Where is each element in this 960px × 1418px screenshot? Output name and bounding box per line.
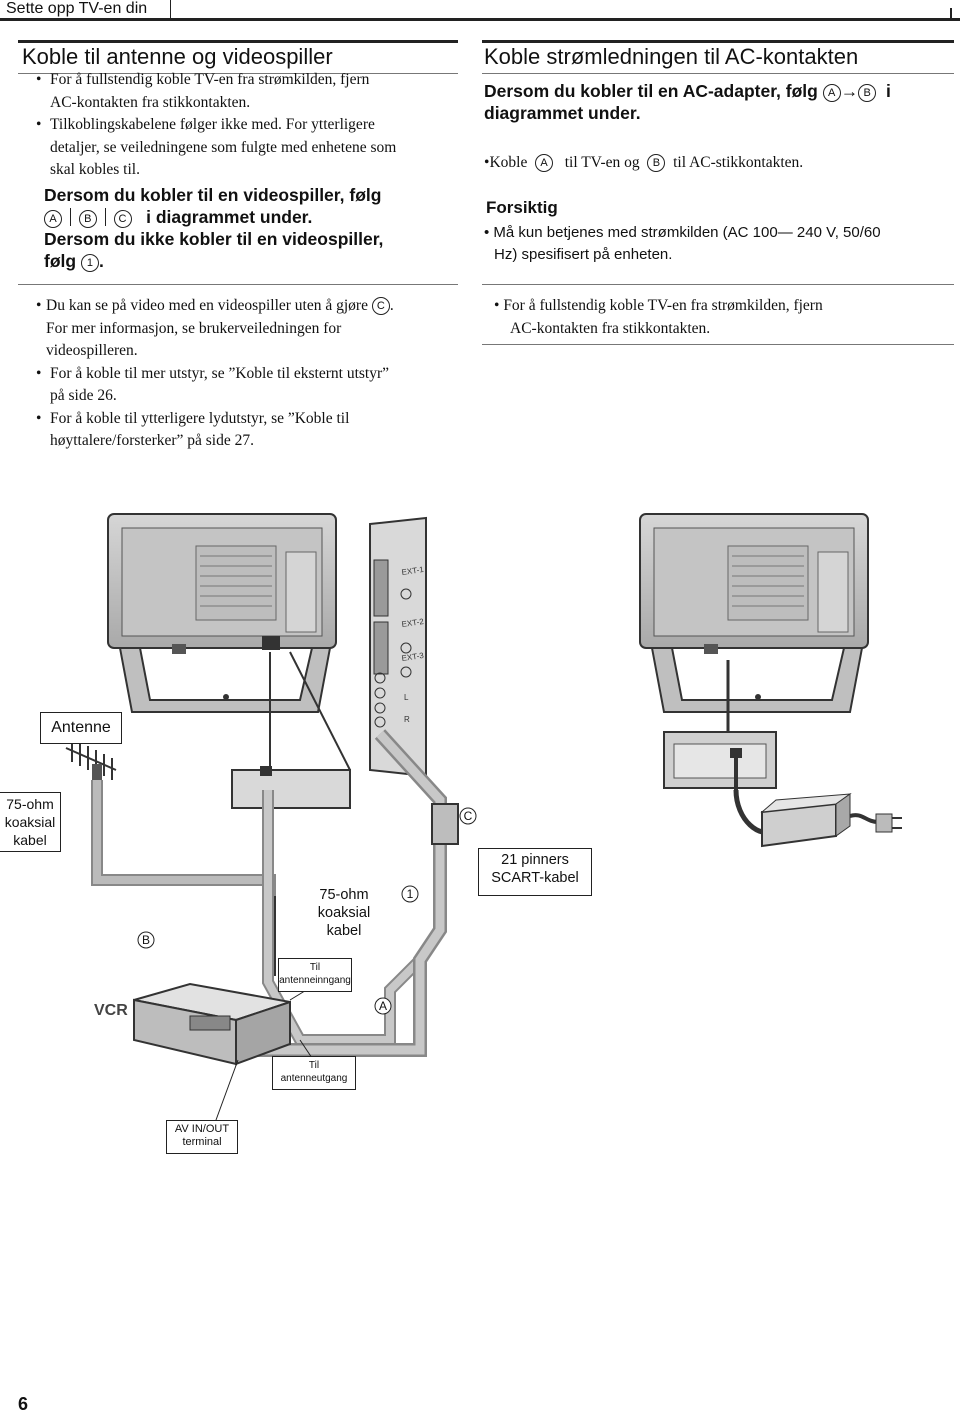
antenna-terminal-zoom xyxy=(231,769,351,809)
marker-b-icon: B xyxy=(858,84,877,102)
av-terminal-label: AV IN/OUT terminal xyxy=(166,1120,238,1154)
right-note: • For å fullstendig koble TV-en fra strø… xyxy=(494,297,823,337)
right-instruction: Dersom du kobler til en AC-adapter, følg… xyxy=(484,81,891,123)
right-section-title: Koble strømledningen til AC-kontakten xyxy=(484,44,859,69)
diagram-marker-a: A xyxy=(379,999,387,1013)
right-note-underline xyxy=(482,344,954,345)
scart-cable-label: 21 pinners SCART-kabel xyxy=(478,848,592,896)
caution-text: • Må kun betjenes med strømkilden (AC 10… xyxy=(484,224,881,263)
left-bullet-list: • For å fullstendig koble TV-en fra strø… xyxy=(36,69,456,182)
audio-r-label: R xyxy=(404,715,410,724)
page-number: 6 xyxy=(18,1394,29,1414)
coax-mid-label: 75-ohm koaksial kabel xyxy=(306,886,382,940)
marker-a-icon: A xyxy=(535,154,554,172)
list-item: • For å koble til ytterligere lydutstyr,… xyxy=(36,409,350,450)
header-tab-frame xyxy=(0,0,171,18)
caution-title: Forsiktig xyxy=(486,198,558,217)
arrow-icon: → xyxy=(840,81,859,101)
diagram-marker-c: C xyxy=(464,809,473,823)
antenna-input-label: Til antenneinngang xyxy=(278,958,352,992)
list-item: • Du kan se på video med en videospiller… xyxy=(36,297,394,359)
diagram-marker-1: 1 xyxy=(407,887,414,901)
marker-c-icon: C xyxy=(113,210,132,228)
list-item: • Tilkoblingskabelene følger ikke med. F… xyxy=(36,116,397,178)
marker-a-icon: A xyxy=(822,84,841,102)
diagram-marker-b: B xyxy=(142,933,150,947)
marker-1-icon: 1 xyxy=(80,254,99,272)
left-title-rule xyxy=(18,40,458,43)
left-instruction: Dersom du kobler til en videospiller, fø… xyxy=(44,185,384,272)
left-divider xyxy=(18,284,458,285)
list-item: • For å koble til mer utstyr, se ”Koble … xyxy=(36,364,390,405)
antenna-output-label: Til antenneutgang xyxy=(272,1056,356,1090)
tv-back-left xyxy=(107,513,337,713)
marker-b-icon: B xyxy=(78,210,97,228)
ext2-label: EXT-2 xyxy=(401,617,425,629)
right-divider xyxy=(482,284,954,285)
side-terminal-panel xyxy=(369,516,427,778)
header-title: Sette opp TV-en din xyxy=(6,0,148,17)
vcr-label: VCR xyxy=(94,1002,128,1019)
antenna-icon xyxy=(65,740,117,780)
ext3-label: EXT-3 xyxy=(401,651,425,663)
separator xyxy=(69,208,71,226)
list-item: • For å fullstendig koble TV-en fra strø… xyxy=(36,71,370,111)
header-rule xyxy=(0,18,960,21)
corner-tick xyxy=(950,8,952,20)
left-section-title: Koble til antenne og videospiller xyxy=(22,44,333,69)
marker-a-icon: A xyxy=(44,210,62,228)
right-bullet: •Koble A til TV-en og B til AC-stikkonta… xyxy=(484,154,804,172)
antenna-label: Antenne xyxy=(40,712,122,744)
audio-l-label: L xyxy=(404,693,409,702)
separator xyxy=(104,208,106,226)
header-tab: Sette opp TV-en din xyxy=(0,0,161,18)
left-notes: • Du kan se på video med en videospiller… xyxy=(36,295,466,453)
right-title-rule xyxy=(482,40,954,43)
right-title-underline xyxy=(482,73,954,74)
coax-left-label: 75-ohm koaksial kabel xyxy=(0,792,61,852)
marker-c-icon: C xyxy=(371,297,390,315)
left-title-underline xyxy=(18,73,458,74)
ext1-label: EXT-1 xyxy=(401,565,425,577)
tv-back-right xyxy=(639,513,869,713)
marker-b-icon: B xyxy=(647,154,666,172)
vcr-box xyxy=(133,982,291,1066)
